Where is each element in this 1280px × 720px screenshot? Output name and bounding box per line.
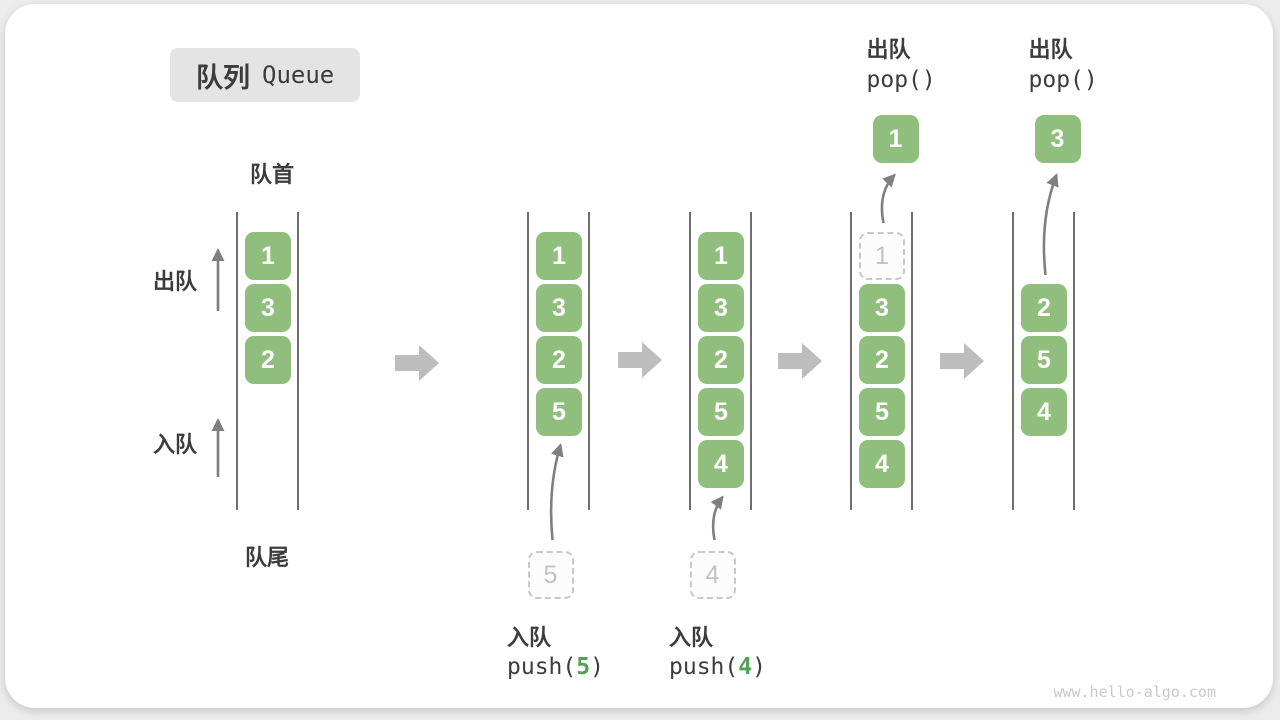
queue-item: 5 xyxy=(859,388,905,436)
queue-item: 3 xyxy=(245,284,291,332)
queue-item: 2 xyxy=(245,336,291,384)
queue-item: 4 xyxy=(1021,388,1067,436)
pushed-item-pending: 5 xyxy=(527,551,574,599)
queue-item: 5 xyxy=(536,388,582,436)
pushed-item-pending: 4 xyxy=(689,551,736,599)
queue-item: 5 xyxy=(1021,336,1067,384)
queue-item: 1 xyxy=(245,232,291,280)
push-label: 入队 xyxy=(507,625,552,650)
push-label: 入队 xyxy=(669,625,714,650)
popped-item: 3 xyxy=(1034,115,1081,163)
queue-item: 5 xyxy=(698,388,744,436)
pop-label: 出队 xyxy=(1028,37,1073,62)
watermark: www.hello-algo.com xyxy=(1053,683,1216,701)
queue-item: 3 xyxy=(536,284,582,332)
queue-front-label: 队首 xyxy=(249,162,295,187)
pop-code: pop() xyxy=(866,67,936,93)
popped-item: 1 xyxy=(872,115,919,163)
queue-item: 2 xyxy=(859,336,905,384)
queue-item: 3 xyxy=(859,284,905,332)
dequeue-side-label: 出队 xyxy=(152,269,198,294)
queue-item: 1 xyxy=(536,232,582,280)
enqueue-side-label: 入队 xyxy=(152,432,198,457)
push-code-arg: 4 xyxy=(738,654,753,680)
push-code-arg: 5 xyxy=(576,654,591,680)
title-en: Queue xyxy=(262,61,335,89)
queue-item: 4 xyxy=(859,440,905,488)
queue-item: 3 xyxy=(698,284,744,332)
queue-item: 2 xyxy=(1021,284,1067,332)
push-code: push(4) xyxy=(669,654,766,680)
queue-item: 1 xyxy=(698,232,744,280)
queue-item: 2 xyxy=(536,336,582,384)
queue-rear-label: 队尾 xyxy=(244,545,290,570)
title-zh: 队列 xyxy=(196,62,250,93)
pop-label: 出队 xyxy=(866,37,911,62)
queue-item-ghost: 1 xyxy=(859,232,905,280)
pop-code: pop() xyxy=(1028,67,1098,93)
queue-item: 2 xyxy=(698,336,744,384)
queue-item: 4 xyxy=(698,440,744,488)
diagram-card xyxy=(5,4,1273,708)
title-badge: 队列 Queue xyxy=(170,48,361,102)
push-code: push(5) xyxy=(507,654,604,680)
